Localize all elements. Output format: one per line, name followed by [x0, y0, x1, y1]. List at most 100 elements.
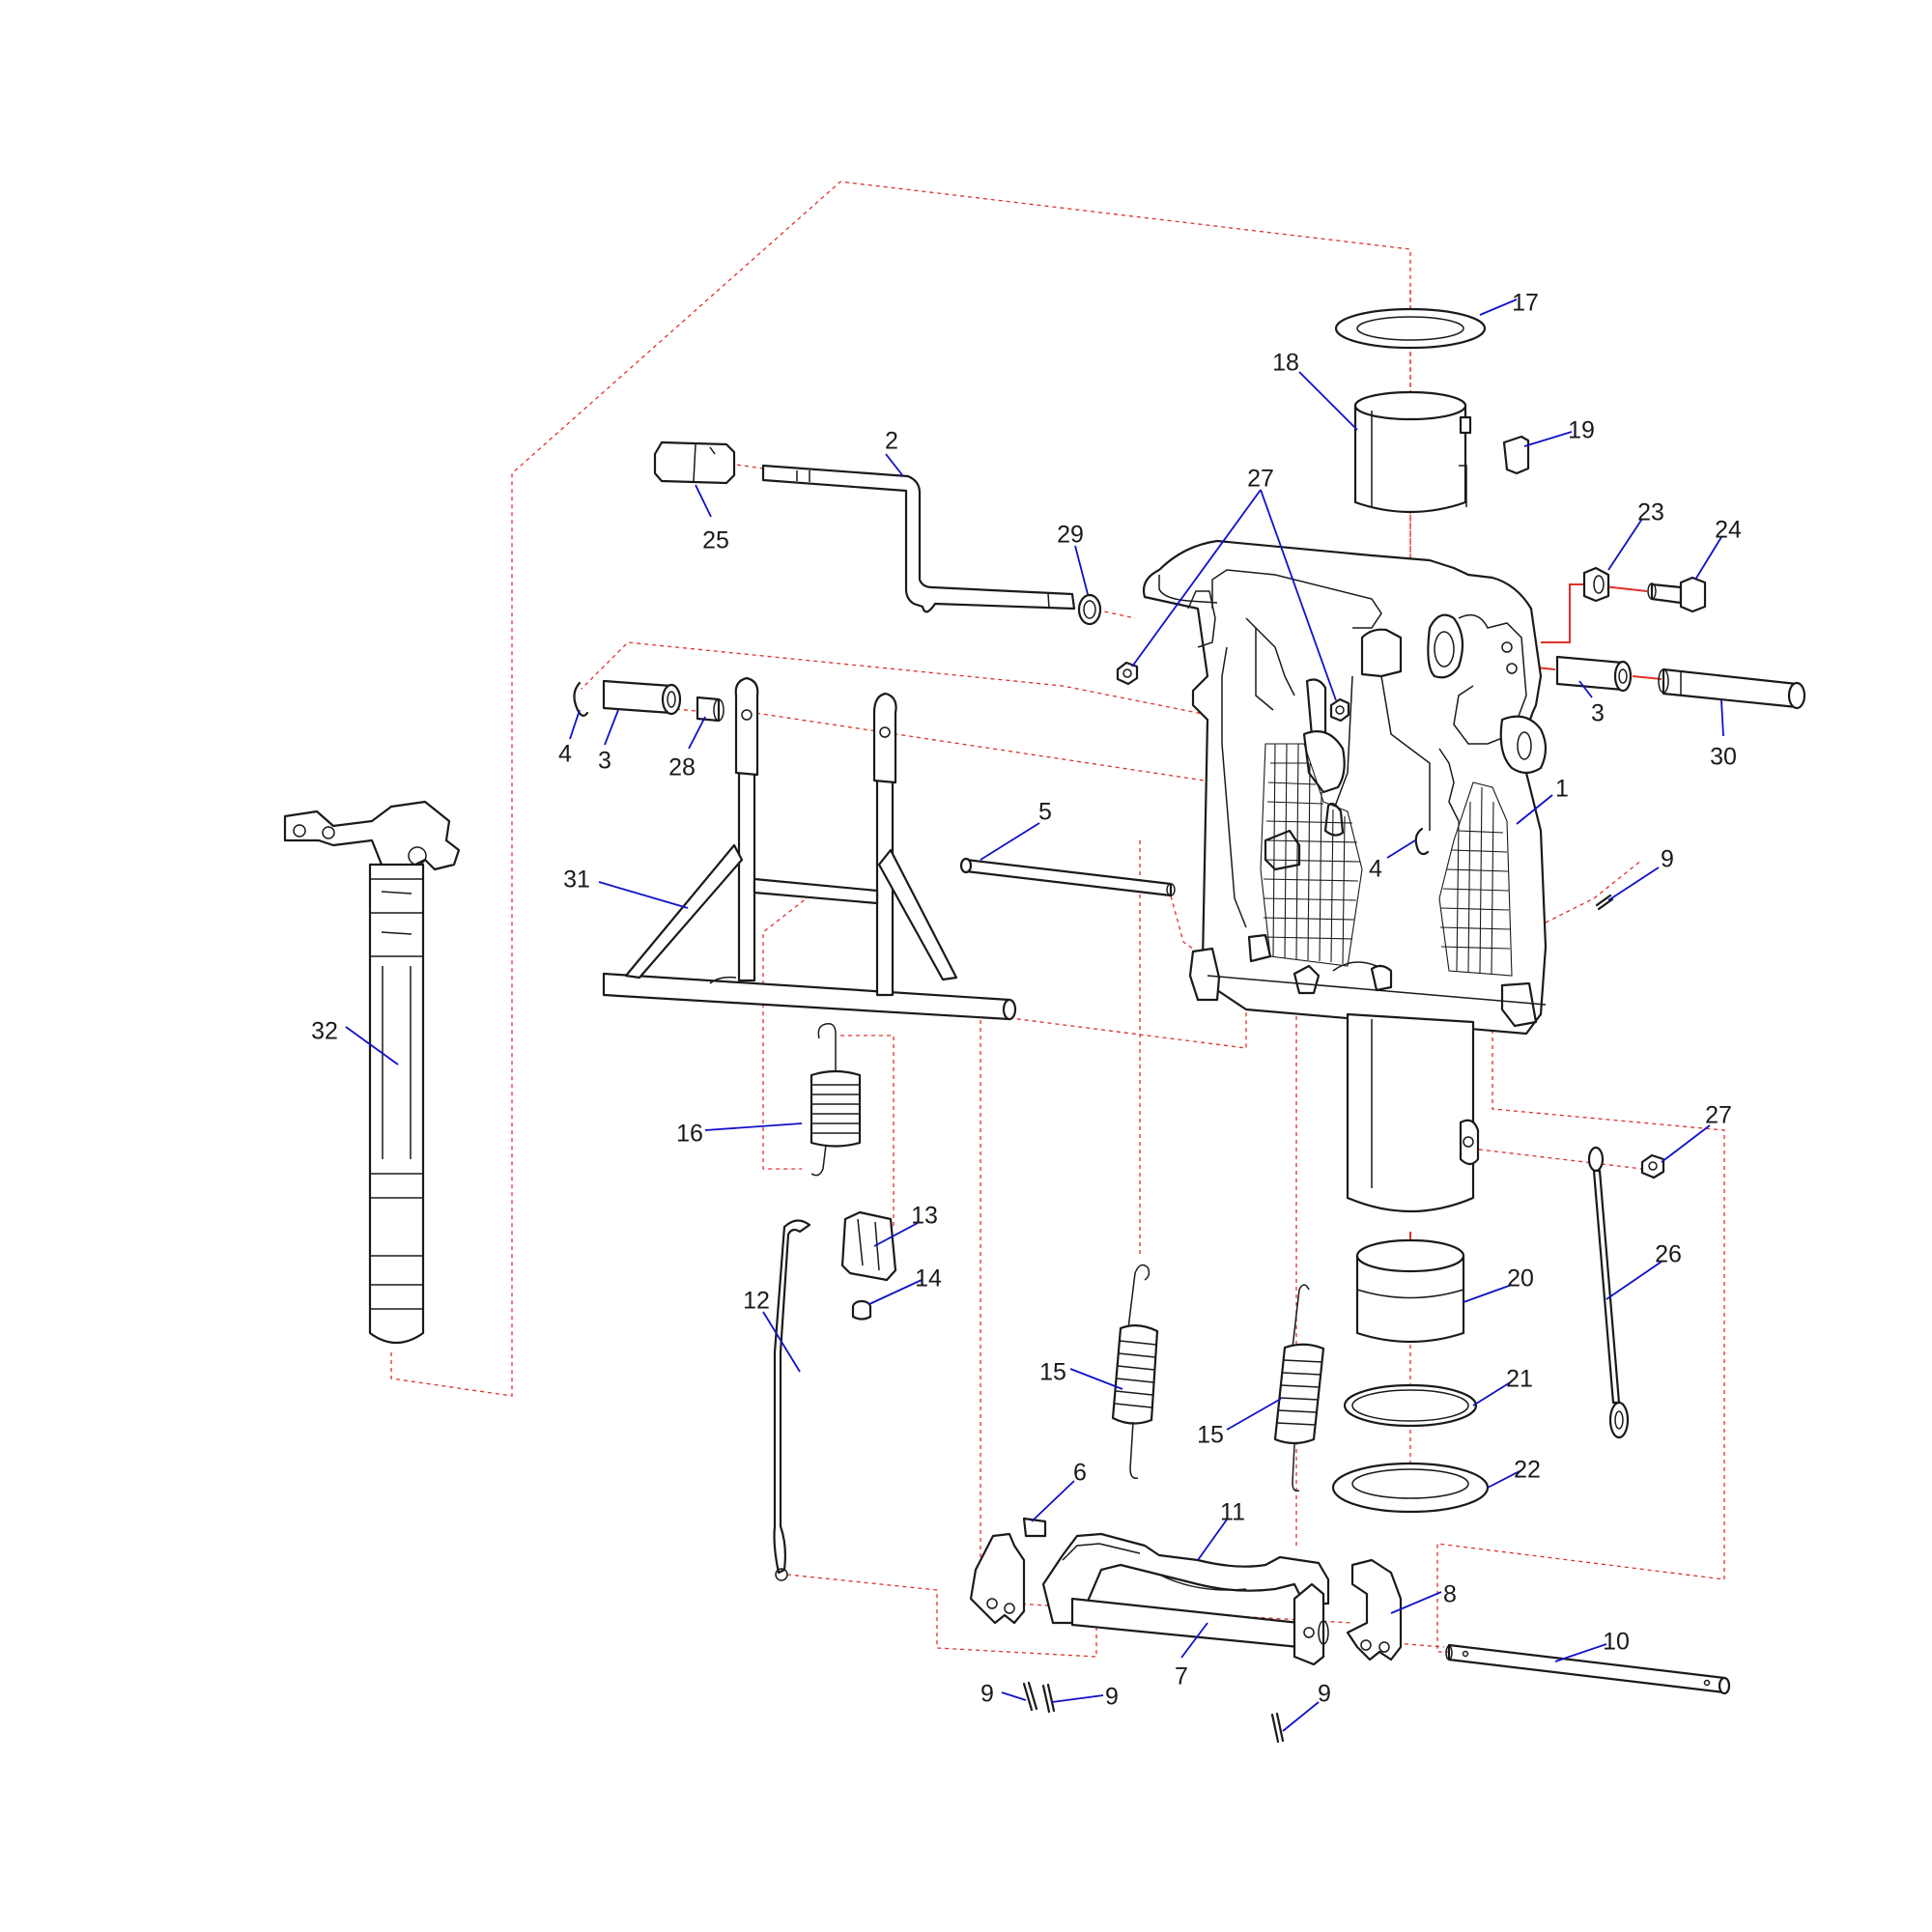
callout-28: 28 [668, 754, 696, 781]
guide-9-right [1545, 859, 1643, 923]
callout-19: 19 [1568, 417, 1595, 444]
callout-32: 32 [311, 1018, 338, 1045]
callout-9: 9 [1318, 1681, 1331, 1708]
part-3-bushing-right [1555, 655, 1633, 693]
part-23-bushing [1582, 566, 1610, 603]
leader-1 [1516, 794, 1553, 825]
part-27-nut-left [1116, 661, 1139, 686]
leader-22 [1487, 1470, 1520, 1489]
guide-23-solid [1541, 583, 1648, 643]
leader-13 [873, 1222, 919, 1247]
callout-16: 16 [676, 1121, 703, 1148]
part-30-tilt-tube [1658, 668, 1806, 710]
leader-27-b [1260, 489, 1337, 701]
callout-26: 26 [1655, 1241, 1682, 1268]
part-7-crossbar [1070, 1582, 1329, 1666]
leader-15-b [1226, 1398, 1282, 1431]
part-2-tiller-arm [761, 464, 1076, 613]
callout-31: 31 [563, 867, 590, 894]
guide-16 [762, 890, 817, 1170]
callout-20: 20 [1507, 1265, 1534, 1293]
part-18-bushing-sleeve [1353, 390, 1472, 514]
leader-21 [1472, 1380, 1513, 1406]
guide-32-to-frame [390, 181, 1411, 1397]
leader-4-right [1386, 839, 1416, 859]
callout-27: 27 [1705, 1102, 1732, 1129]
part-21-o-ring [1343, 1383, 1478, 1428]
part-6-left-clamp [969, 1517, 1047, 1625]
guide-12-bottom [786, 1574, 1097, 1658]
callout-7: 7 [1175, 1663, 1188, 1690]
leader-26 [1605, 1261, 1662, 1300]
leader-16 [704, 1122, 803, 1131]
leader-4-left [569, 709, 581, 740]
grid-panel-left [1260, 743, 1363, 967]
callout-13: 13 [911, 1203, 938, 1230]
leader-9-c [1051, 1694, 1104, 1703]
callout-24: 24 [1715, 517, 1742, 544]
part-32-drive-shaft [283, 800, 461, 1345]
part-8-right-clamp [1346, 1558, 1403, 1662]
leader-3-right [1578, 680, 1593, 698]
leader-2 [885, 453, 904, 477]
callout-12: 12 [743, 1288, 770, 1315]
guide-box-left [980, 947, 1247, 1565]
guide-16-13 [840, 1035, 895, 1227]
part-13-lock-clip [840, 1210, 897, 1282]
part-9-cotter-pin-right [1270, 1712, 1285, 1744]
callout-3: 3 [598, 748, 611, 775]
leader-31 [598, 881, 689, 909]
leader-24 [1694, 536, 1722, 581]
leader-8 [1390, 1591, 1442, 1614]
callout-leader-lines [345, 298, 1724, 1732]
leader-6 [1031, 1480, 1075, 1522]
callout-10: 10 [1603, 1629, 1630, 1656]
leader-9-d [1282, 1701, 1320, 1732]
callout-15: 15 [1197, 1422, 1224, 1449]
callout-3: 3 [1591, 700, 1605, 727]
part-3-bushing-left [602, 679, 682, 716]
callout-9: 9 [1105, 1684, 1119, 1711]
leader-29 [1074, 545, 1089, 595]
callout-30: 30 [1710, 744, 1737, 771]
leader-3-left [604, 709, 619, 746]
callout-11: 11 [1220, 1499, 1245, 1526]
guide-bracket-left [579, 641, 1247, 716]
callout-4: 4 [558, 741, 572, 768]
leader-7 [1180, 1622, 1208, 1659]
leader-12 [762, 1311, 801, 1373]
callout-21: 21 [1506, 1366, 1533, 1393]
grid-panel-right [1438, 781, 1513, 977]
part-12-release-rod [773, 1219, 811, 1581]
part-27-nut-right [1640, 1153, 1665, 1179]
callout-1: 1 [1555, 776, 1569, 803]
leader-19 [1523, 431, 1573, 447]
part-20-lower-bushing [1355, 1238, 1465, 1344]
part-15-spring-left [1111, 1264, 1159, 1480]
leader-25 [695, 484, 712, 518]
callout-9: 9 [980, 1681, 994, 1708]
callout-17: 17 [1512, 290, 1539, 317]
callout-18: 18 [1272, 350, 1299, 377]
leader-32 [345, 1026, 399, 1065]
part-9-cotter-pin-left [1022, 1681, 1038, 1712]
leader-15-a [1069, 1368, 1123, 1390]
leader-10 [1554, 1643, 1607, 1662]
part-17-thrust-ring [1334, 307, 1487, 350]
leader-20 [1463, 1284, 1513, 1303]
part-14-screw [851, 1299, 872, 1321]
part-16-tension-spring [810, 1022, 862, 1177]
callout-4: 4 [1369, 856, 1382, 883]
guide-2-to-25 [728, 463, 764, 469]
callout-9: 9 [1661, 846, 1674, 873]
part-27-nut-center [1329, 697, 1350, 723]
callout-8: 8 [1443, 1581, 1457, 1608]
part-28-bushing [696, 696, 724, 723]
callout-5: 5 [1038, 799, 1052, 826]
leader-17 [1479, 298, 1518, 316]
callout-27: 27 [1247, 466, 1274, 493]
leader-27-c [1661, 1124, 1711, 1163]
part-10-long-pin [1445, 1643, 1731, 1695]
